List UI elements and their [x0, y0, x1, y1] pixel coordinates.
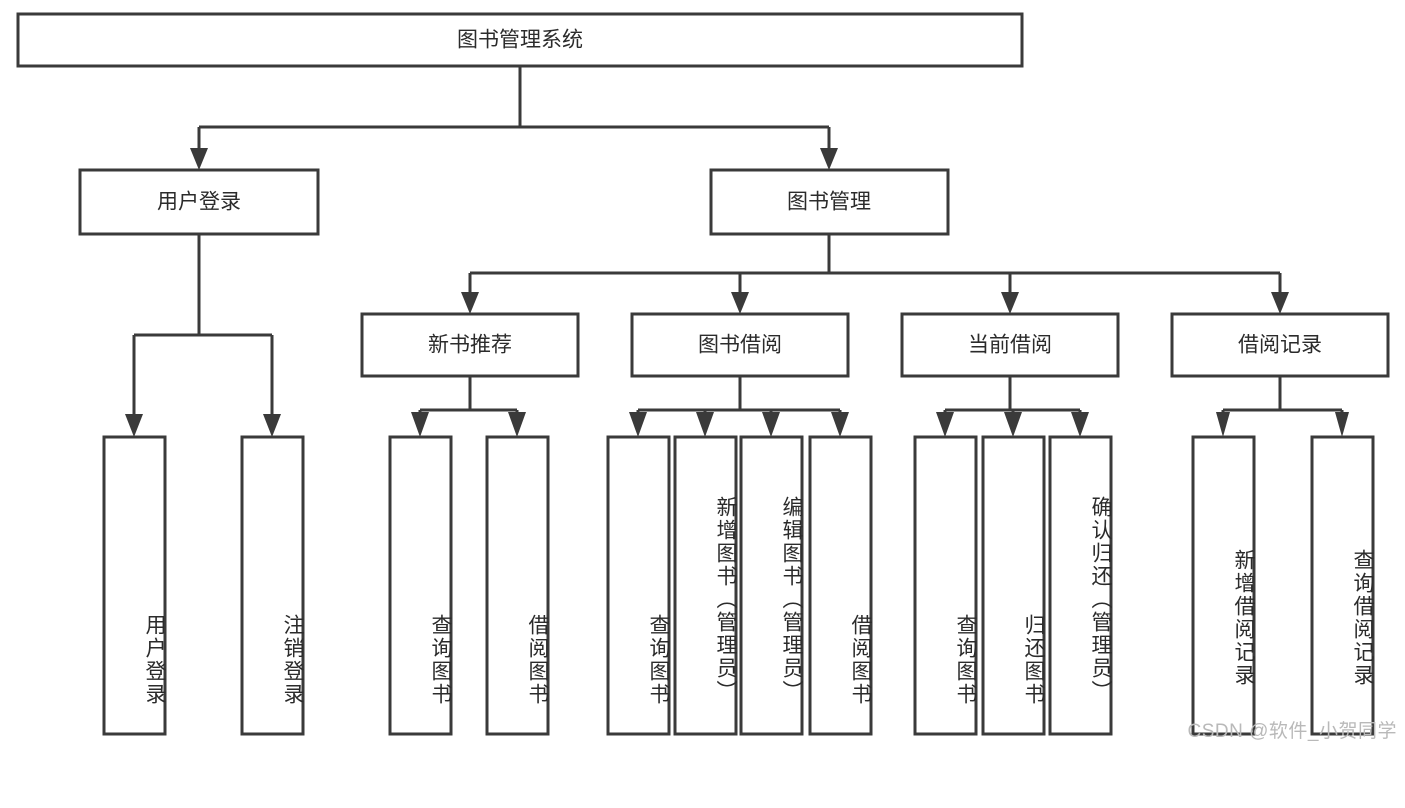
- node-new-book-recommend[interactable]: 新书推荐: [360, 312, 580, 378]
- arrow-head-recommend-leaf-1: [411, 412, 429, 437]
- node-book-borrow[interactable]: 图书借阅: [630, 312, 850, 378]
- flowchart-canvas: 图书管理系统 用户登录 图书管理 新书推荐 图书借阅 当前借阅 借阅记录: [16, 12, 1397, 742]
- arrow-head-borrow-leaf-2: [696, 412, 714, 437]
- arrow-head-to-login: [190, 148, 208, 170]
- arrow-head-current-leaf-1: [936, 412, 954, 437]
- node-user-login-box[interactable]: [78, 168, 320, 236]
- watermark-text: CSDN @软件_小贺同学: [1187, 721, 1397, 742]
- arrow-head-bookmgmt-child-4: [1271, 292, 1289, 314]
- arrow-head-login-child-1: [125, 414, 143, 437]
- leaf-box-add-book[interactable]: [673, 435, 738, 736]
- arrow-head-record-leaf-1: [1216, 412, 1230, 437]
- node-borrow-record-label: 借阅记录: [1238, 334, 1322, 357]
- node-current-borrow[interactable]: 当前借阅: [900, 312, 1120, 378]
- arrow-head-bookmgmt-child-3: [1001, 292, 1019, 314]
- arrow-head-login-child-2: [263, 414, 281, 437]
- node-current-borrow-label: 当前借阅: [968, 334, 1052, 357]
- node-borrow-record[interactable]: 借阅记录: [1170, 312, 1390, 378]
- arrow-head-borrow-leaf-4: [831, 412, 849, 437]
- arrow-head-current-leaf-2: [1004, 412, 1022, 437]
- node-new-book-recommend-box[interactable]: [360, 312, 580, 378]
- connector-group: [125, 67, 1349, 437]
- leaf-box-confirm-return[interactable]: [1048, 435, 1113, 736]
- leaf-box-query-book-2[interactable]: [606, 435, 671, 736]
- node-user-login[interactable]: 用户登录: [78, 168, 320, 236]
- leaf-box-user-login[interactable]: [102, 435, 167, 736]
- arrow-head-to-bookmgmt: [820, 148, 838, 170]
- leaf-box-query-book-3[interactable]: [913, 435, 978, 736]
- arrow-head-recommend-leaf-2: [508, 412, 526, 437]
- node-root-box[interactable]: [16, 12, 1024, 68]
- leaf-box-edit-book[interactable]: [739, 435, 804, 736]
- node-book-borrow-label: 图书借阅: [698, 334, 782, 357]
- arrow-head-borrow-leaf-3: [762, 412, 780, 437]
- arrow-head-bookmgmt-child-1: [461, 292, 479, 314]
- leaf-box-borrow-book-2[interactable]: [808, 435, 873, 736]
- leaf-box-query-record[interactable]: [1310, 435, 1375, 736]
- node-root[interactable]: 图书管理系统: [16, 12, 1024, 68]
- arrow-head-current-leaf-3: [1071, 412, 1089, 437]
- leaf-box-logout[interactable]: [240, 435, 305, 736]
- leaf-box-return-book[interactable]: [981, 435, 1046, 736]
- node-new-book-recommend-label: 新书推荐: [428, 334, 512, 357]
- node-book-management-box[interactable]: [709, 168, 950, 236]
- flowchart-svg: 图书管理系统 用户登录 图书管理 新书推荐 图书借阅 当前借阅 借阅记录: [16, 12, 1390, 736]
- arrow-head-borrow-leaf-1: [629, 412, 647, 437]
- leaf-box-borrow-book-1[interactable]: [485, 435, 550, 736]
- node-borrow-record-box[interactable]: [1170, 312, 1390, 378]
- node-book-borrow-box[interactable]: [630, 312, 850, 378]
- node-root-label: 图书管理系统: [457, 29, 583, 52]
- arrow-head-bookmgmt-child-2: [731, 292, 749, 314]
- leaf-box-add-record[interactable]: [1191, 435, 1256, 736]
- node-current-borrow-box[interactable]: [900, 312, 1120, 378]
- node-book-management-label: 图书管理: [787, 191, 871, 214]
- node-book-management[interactable]: 图书管理: [709, 168, 950, 236]
- leaf-box-query-book-1[interactable]: [388, 435, 453, 736]
- node-user-login-label: 用户登录: [157, 191, 241, 214]
- arrow-head-record-leaf-2: [1335, 412, 1349, 437]
